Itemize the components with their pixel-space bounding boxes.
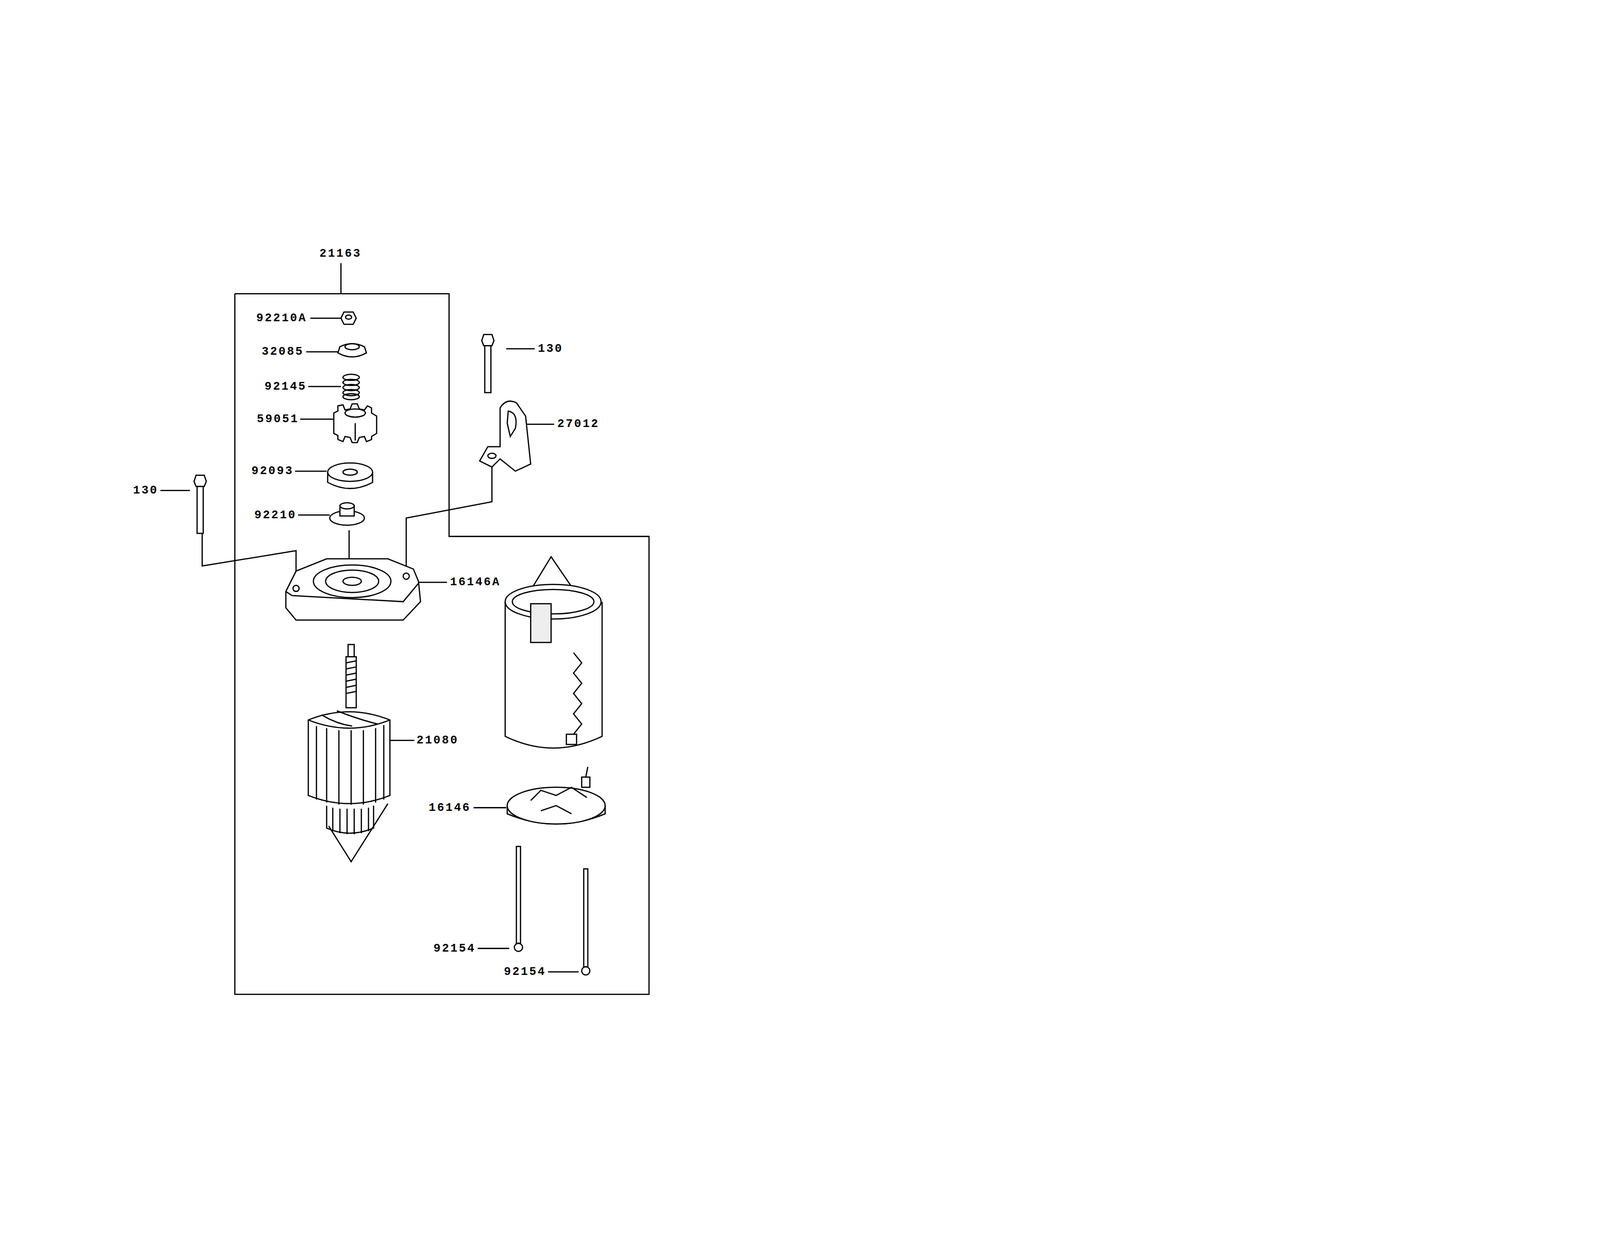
yoke-housing	[505, 556, 603, 749]
pinion-gear	[333, 403, 377, 443]
collar	[329, 502, 365, 526]
callout-number: 92154	[433, 943, 476, 955]
callout-number: 32085	[261, 346, 304, 358]
callout-number: 130	[133, 484, 159, 497]
callout-number: 21163	[319, 248, 362, 260]
callout-number: 130	[537, 343, 564, 355]
flange-bolt	[194, 334, 495, 534]
group-frame	[234, 293, 650, 995]
through-bolt	[514, 846, 591, 976]
armature	[308, 644, 390, 863]
callout-number: 92210	[254, 509, 297, 522]
callout-number: 59051	[256, 413, 300, 426]
callout-number: 16146	[428, 802, 471, 815]
bracket	[479, 401, 531, 472]
end-cover	[285, 559, 421, 621]
callout-number: 92154	[503, 966, 547, 979]
callout-number: 92210A	[256, 312, 307, 325]
callout-number: 92093	[251, 465, 294, 478]
brush-holder	[507, 766, 606, 825]
thick-washer	[327, 463, 373, 489]
callout-number: 16146A	[450, 576, 501, 589]
callout-number: 92145	[264, 381, 307, 393]
nut	[340, 312, 357, 325]
callout-number: 21080	[416, 734, 459, 747]
callout-number: 27012	[557, 418, 600, 431]
cup-washer	[337, 343, 367, 357]
leader-line	[340, 263, 342, 294]
spring	[343, 374, 360, 400]
